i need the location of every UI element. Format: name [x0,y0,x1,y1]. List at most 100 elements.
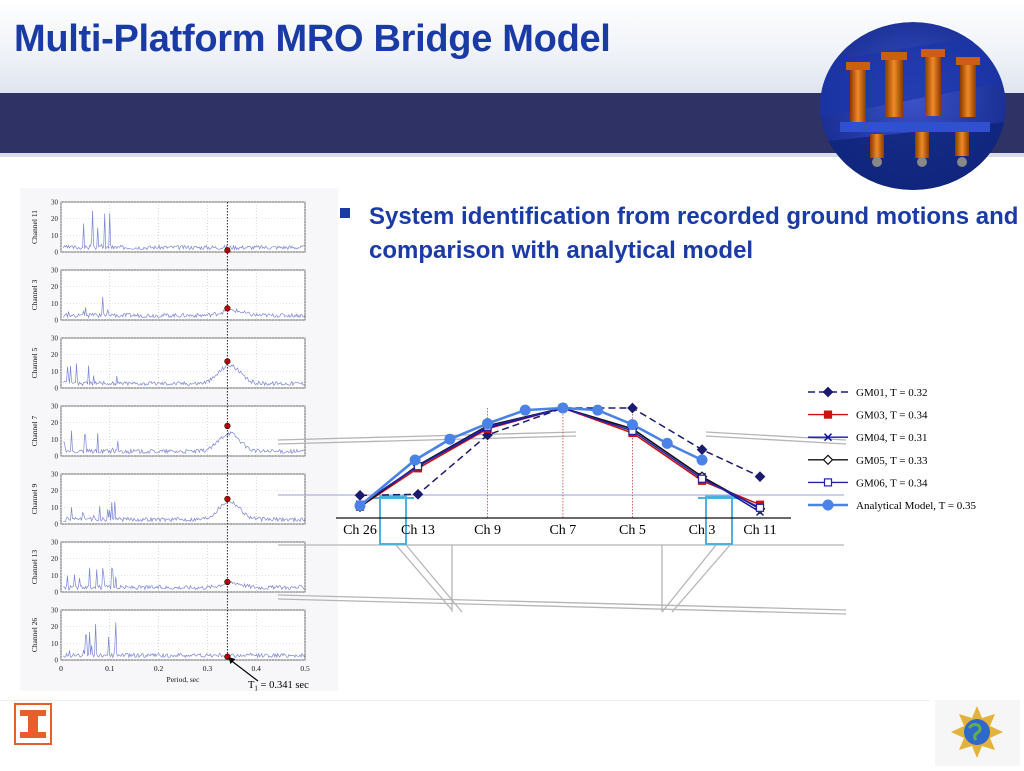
bullet-text: System identification from recorded grou… [369,203,1019,264]
data-point [412,488,424,500]
x-tick-label: 0.3 [203,664,213,673]
y-tick-label: 10 [51,300,59,308]
channel-label: Channel 3 [30,279,39,310]
y-tick-label: 10 [51,572,59,580]
y-tick-label: 20 [51,555,59,563]
spectrum-line [63,622,306,659]
legend-label: Analytical Model, T = 0.35 [856,500,977,512]
y-tick-label: 0 [55,317,59,325]
panel-frame [60,473,306,525]
pier-right [698,495,740,545]
series-1 [354,402,766,501]
data-point [627,402,638,414]
data-point [696,444,708,455]
data-point [626,419,638,431]
panel-frame [60,269,306,321]
data-point [661,437,673,449]
square-bullet-icon [340,208,350,218]
y-tick-label: 30 [51,199,59,207]
data-point [557,402,569,414]
slide-title: Multi-Platform MRO Bridge Model [14,18,611,60]
data-point [696,454,708,466]
data-point [823,478,833,487]
spectrum-line [63,297,306,319]
y-tick-label: 10 [51,368,59,376]
series-6 [354,402,708,512]
channel-label: Channel 11 [30,210,39,244]
y-tick-label: 0 [55,589,59,597]
y-tick-label: 20 [51,623,59,631]
data-point [409,454,421,466]
category-label: Ch 9 [474,523,501,538]
legend-label: GM03, T = 0.34 [856,410,928,422]
y-tick-label: 10 [51,640,59,648]
spectrum-line [63,500,306,523]
y-tick-label: 0 [55,453,59,461]
y-tick-label: 0 [55,385,59,393]
panel-frame [60,337,306,389]
data-point [592,404,604,416]
spectrum-line [63,567,306,591]
category-label: Ch 7 [549,523,576,538]
legend-label: GM05, T = 0.33 [856,455,928,467]
y-tick-label: 10 [51,504,59,512]
annotation-arrow [230,659,259,682]
data-point [754,471,766,482]
y-tick-label: 30 [51,539,59,547]
data-point [482,418,494,430]
legend-label: GM06, T = 0.34 [856,477,928,489]
panel-frame [60,609,306,661]
y-tick-label: 20 [51,487,59,495]
y-tick-label: 20 [51,351,59,359]
data-point [444,433,456,445]
data-point [823,433,833,442]
y-tick-label: 20 [51,419,59,427]
globe-seal-icon [935,700,1020,766]
spectrum-line [63,210,306,251]
legend-label: GM04, T = 0.31 [856,432,928,444]
x-tick-label: 0.4 [252,664,262,673]
data-point [519,404,531,416]
spectrum-line [63,363,306,387]
category-label: Ch 13 [401,523,435,538]
y-tick-label: 20 [51,215,59,223]
y-tick-label: 30 [51,471,59,479]
category-label: Ch 5 [619,523,646,538]
channel-label: Channel 26 [30,618,39,653]
channel-label: Channel 9 [30,483,39,514]
data-point [822,386,834,398]
y-tick-label: 10 [51,436,59,444]
data-point [697,474,707,483]
y-tick-label: 0 [55,249,59,257]
y-tick-label: 30 [51,403,59,411]
period-annotation: T1 = 0.341 sec [248,680,309,691]
y-tick-label: 30 [51,267,59,275]
category-label: Ch 3 [689,523,716,538]
bridge-model-photo [820,22,1006,190]
period-marker-point [224,422,231,430]
x-tick-label: 0.5 [300,664,310,673]
channel-label: Channel 7 [30,415,39,446]
legend-label: GM01, T = 0.32 [856,387,928,399]
y-tick-label: 20 [51,283,59,291]
series-line [359,406,703,507]
data-point [354,500,366,512]
y-tick-label: 10 [51,232,59,240]
pier-left [372,495,414,545]
y-tick-label: 0 [55,657,59,665]
x-axis-label: Period, sec [167,675,201,684]
data-point [354,490,366,501]
block-i-logo-icon [14,703,52,745]
panel-frame [60,201,306,253]
